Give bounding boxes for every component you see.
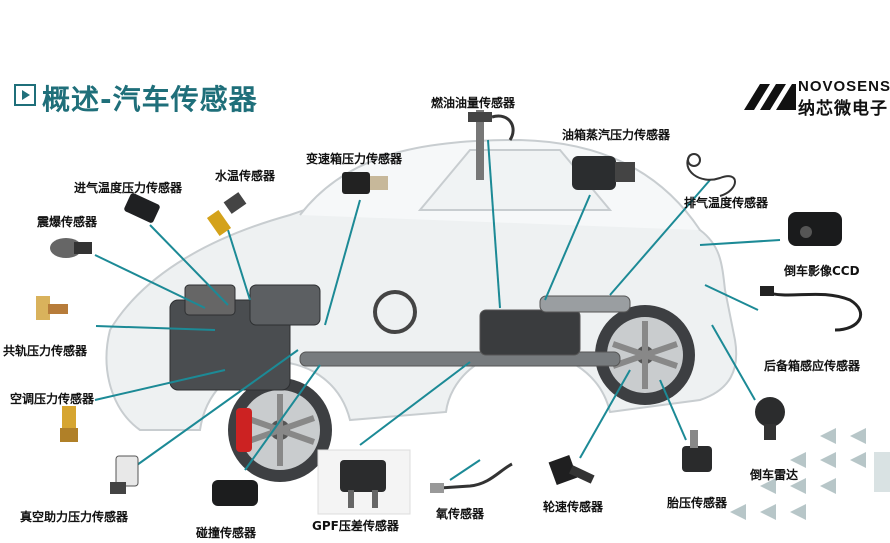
brand-name-cn: 纳芯微电子 bbox=[798, 99, 888, 119]
label-rear-camera: 倒车影像CCD bbox=[784, 264, 860, 278]
label-gpf-pressure: GPF压差传感器 bbox=[312, 519, 399, 533]
wheel-speed-sensor-icon bbox=[548, 454, 595, 486]
label-intake-temp-pressure: 进气温度压力传感器 bbox=[74, 181, 183, 195]
coolant-temp-sensor-icon bbox=[206, 192, 247, 237]
rear-camera-ccd-icon bbox=[788, 212, 842, 246]
evap-pressure-sensor-icon bbox=[572, 156, 635, 190]
page-title: 概述-汽车传感器 bbox=[42, 83, 258, 116]
label-fuel-level: 燃油油量传感器 bbox=[431, 96, 516, 110]
transmission-pressure-sensor-icon bbox=[342, 172, 388, 194]
front-wheel bbox=[228, 378, 332, 482]
label-vacuum-boost: 真空助力压力传感器 bbox=[20, 510, 129, 524]
trunk-sensor-icon bbox=[760, 286, 863, 332]
ac-pressure-sensor-icon bbox=[60, 406, 78, 442]
label-rail-pressure: 共轨压力传感器 bbox=[3, 344, 88, 358]
label-wheel-speed: 轮速传感器 bbox=[543, 500, 604, 514]
chassis bbox=[299, 290, 631, 367]
label-tire-pressure: 胎压传感器 bbox=[667, 496, 728, 510]
label-oxygen: 氧传感器 bbox=[436, 507, 485, 521]
knock-sensor-icon bbox=[50, 238, 92, 258]
sensor-thumbnails bbox=[36, 110, 863, 515]
label-exhaust-temp: 排气温度传感器 bbox=[684, 196, 769, 210]
vacuum-boost-sensor-icon bbox=[110, 455, 139, 494]
brand-name-en: NOVOSENSE bbox=[798, 78, 890, 95]
fuel-level-sensor-icon bbox=[468, 110, 515, 180]
label-collision: 碰撞传感器 bbox=[196, 526, 257, 540]
collision-sensor-icon bbox=[212, 480, 258, 506]
ns-logo-icon bbox=[744, 84, 796, 110]
label-coolant-temp: 水温传感器 bbox=[215, 169, 276, 183]
label-evap-pressure: 油箱蒸汽压力传感器 bbox=[562, 128, 671, 142]
rail-pressure-sensor-icon bbox=[36, 296, 68, 320]
rear-wheel bbox=[595, 305, 695, 405]
title-marker-icon bbox=[14, 84, 36, 106]
exhaust-temp-sensor-icon bbox=[686, 153, 736, 197]
oxygen-sensor-icon bbox=[430, 462, 513, 493]
gpf-pressure-sensor-icon bbox=[317, 449, 411, 515]
label-ac-pressure: 空调压力传感器 bbox=[10, 392, 95, 406]
label-knock: 震爆传感器 bbox=[37, 215, 98, 229]
label-parking-radar: 倒车雷达 bbox=[750, 468, 799, 482]
intake-temp-pressure-sensor-icon bbox=[124, 193, 160, 223]
leader-lines bbox=[94, 139, 781, 481]
engine bbox=[169, 284, 321, 391]
parking-radar-icon bbox=[755, 397, 785, 440]
label-trunk-sensor: 后备箱感应传感器 bbox=[764, 359, 861, 373]
decorative-triangles bbox=[730, 428, 866, 520]
label-transmission-pressure: 变速箱压力传感器 bbox=[306, 152, 403, 166]
tire-pressure-sensor-icon bbox=[682, 430, 712, 472]
